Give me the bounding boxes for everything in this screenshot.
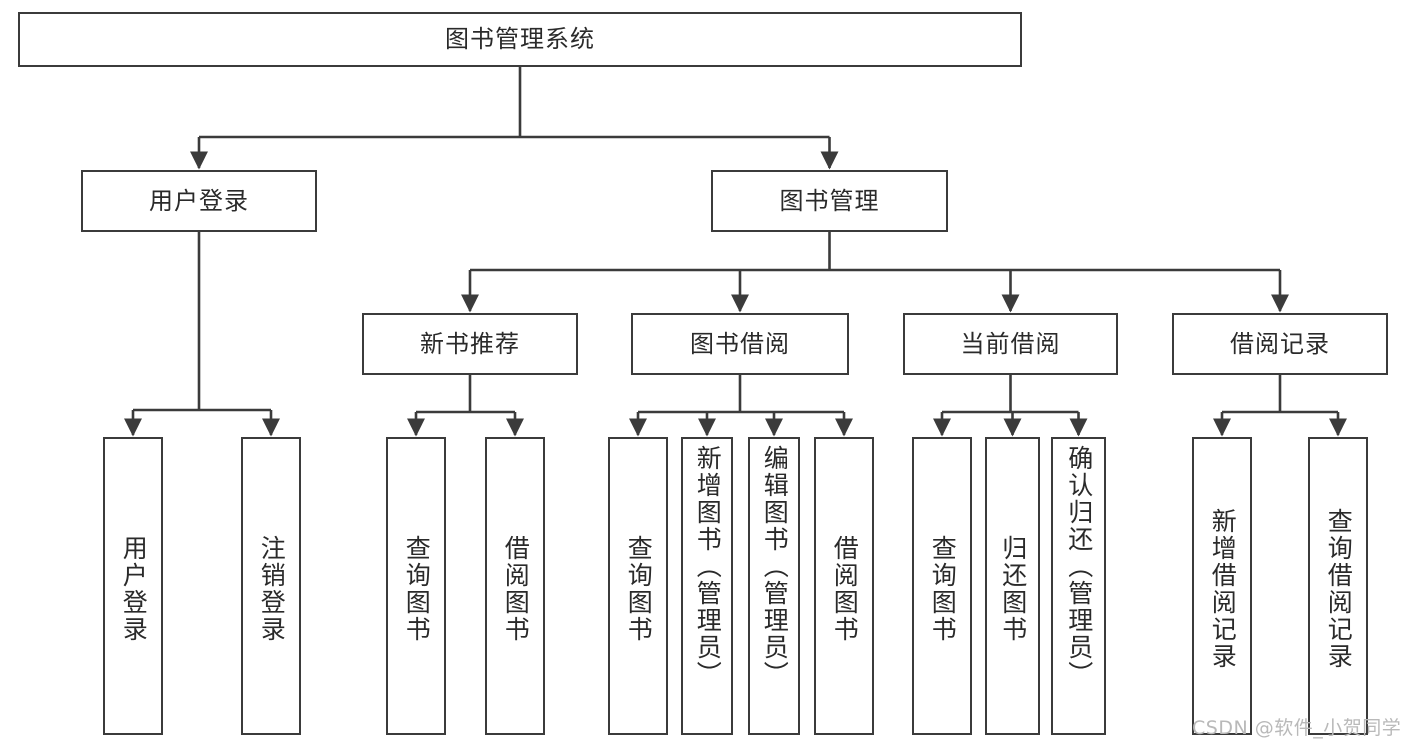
node-leaf-borrow-book-rec[interactable]: 借阅图书 [485, 437, 545, 735]
node-leaf-query-book-cb[interactable]: 查询图书 [912, 437, 972, 735]
node-label: 用户登录 [119, 535, 149, 643]
node-leaf-edit-book[interactable]: 编辑图书（管理员） [748, 437, 800, 735]
node-book-manage[interactable]: 图书管理 [711, 170, 948, 232]
node-leaf-user-login[interactable]: 用户登录 [103, 437, 163, 735]
node-label: 注销登录 [257, 535, 287, 643]
node-label: 查询借阅记录 [1324, 508, 1354, 670]
node-label: 用户登录 [149, 186, 249, 215]
node-label: 借阅记录 [1230, 329, 1330, 358]
node-label: 查询图书 [928, 535, 958, 643]
node-label: 新增图书（管理员） [693, 445, 723, 688]
node-leaf-query-record[interactable]: 查询借阅记录 [1308, 437, 1368, 735]
node-label: 借阅图书 [830, 535, 860, 643]
node-root[interactable]: 图书管理系统 [18, 12, 1022, 67]
node-label: 新增借阅记录 [1208, 508, 1238, 670]
node-leaf-add-record[interactable]: 新增借阅记录 [1192, 437, 1252, 735]
node-leaf-logout-login[interactable]: 注销登录 [241, 437, 301, 735]
csdn-watermark: CSDN @软件_小贺同学 [1192, 717, 1402, 739]
node-label: 查询图书 [402, 535, 432, 643]
node-label: 编辑图书（管理员） [760, 445, 790, 688]
node-borrow-record[interactable]: 借阅记录 [1172, 313, 1388, 375]
node-leaf-confirm-return[interactable]: 确认归还（管理员） [1051, 437, 1106, 735]
node-leaf-query-book-rec[interactable]: 查询图书 [386, 437, 446, 735]
node-label: 图书借阅 [690, 329, 790, 358]
node-leaf-return-book[interactable]: 归还图书 [985, 437, 1040, 735]
node-book-borrow[interactable]: 图书借阅 [631, 313, 849, 375]
node-label: 当前借阅 [960, 329, 1061, 358]
node-label: 借阅图书 [501, 535, 531, 643]
node-label: 确认归还（管理员） [1064, 445, 1094, 688]
node-label: 新书推荐 [420, 329, 520, 358]
node-leaf-add-book[interactable]: 新增图书（管理员） [681, 437, 733, 735]
node-current-borrow[interactable]: 当前借阅 [903, 313, 1118, 375]
node-label: 图书管理 [779, 186, 880, 215]
node-label: 查询图书 [624, 535, 654, 643]
node-new-book-rec[interactable]: 新书推荐 [362, 313, 578, 375]
node-user-login[interactable]: 用户登录 [81, 170, 317, 232]
node-leaf-borrow-book-br[interactable]: 借阅图书 [814, 437, 874, 735]
node-label: 归还图书 [998, 535, 1028, 643]
node-leaf-query-book-br[interactable]: 查询图书 [608, 437, 668, 735]
node-label: 图书管理系统 [445, 25, 595, 54]
